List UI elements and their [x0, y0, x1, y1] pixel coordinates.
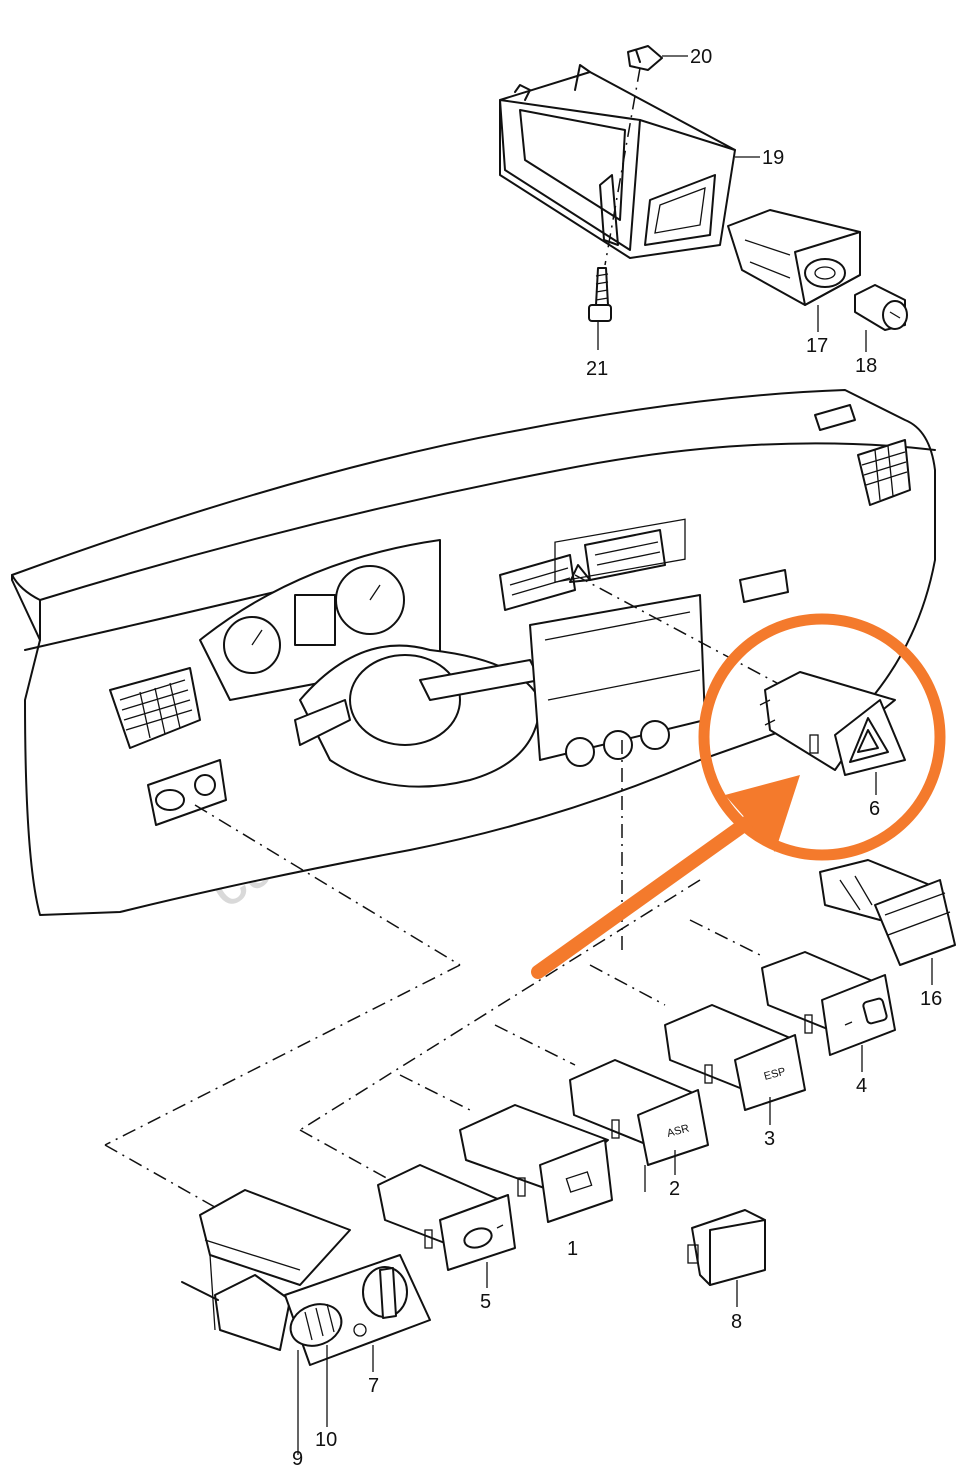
- callout-4: 4: [856, 1075, 867, 1097]
- callout-leaders: [297, 55, 933, 1455]
- callout-10: 10: [315, 1429, 337, 1451]
- callout-2: 2: [669, 1178, 680, 1200]
- callout-16: 16: [920, 988, 942, 1010]
- callout-6: 6: [869, 798, 880, 820]
- light-switch-7: [181, 1189, 431, 1366]
- highlight-arrowhead: [725, 775, 800, 852]
- callout-5: 5: [480, 1291, 491, 1313]
- switch-housing-17: [727, 209, 861, 306]
- hazard-switch-6: [759, 671, 906, 776]
- callout-7: 7: [368, 1375, 379, 1397]
- callout-numbers: 20 19 21 17 18 6 16 4 3 2 1 5 8 7 10 9: [292, 46, 942, 1469]
- switch-2-asr: ASR: [569, 1059, 709, 1166]
- dashboard: [11, 389, 936, 916]
- switch-1: [459, 1104, 613, 1223]
- storage-box-19: [499, 64, 736, 259]
- switch-4: [761, 951, 896, 1056]
- callout-1: 1: [567, 1238, 578, 1260]
- switch-16: [819, 859, 956, 966]
- highlight-circle: [698, 613, 946, 861]
- switch-5: [377, 1164, 516, 1271]
- switch-8: [687, 1209, 766, 1286]
- callout-20: 20: [690, 46, 712, 68]
- callout-17: 17: [806, 335, 828, 357]
- callout-3: 3: [764, 1128, 775, 1150]
- asr-label: ASR: [666, 1122, 691, 1139]
- callout-8: 8: [731, 1311, 742, 1333]
- switch-3-esp: ESP: [664, 1004, 806, 1111]
- callout-19: 19: [762, 147, 784, 169]
- clip-20: [604, 45, 663, 266]
- callout-18: 18: [855, 355, 877, 377]
- lock-cylinder-18: [854, 284, 908, 331]
- highlight-arrow-shaft: [531, 815, 755, 979]
- leader-lines: [104, 574, 791, 1211]
- esp-label: ESP: [763, 1066, 787, 1083]
- screw-21: [588, 267, 612, 322]
- callout-21: 21: [586, 358, 608, 380]
- callout-9: 9: [292, 1448, 303, 1469]
- highlight-annotation: [531, 613, 946, 979]
